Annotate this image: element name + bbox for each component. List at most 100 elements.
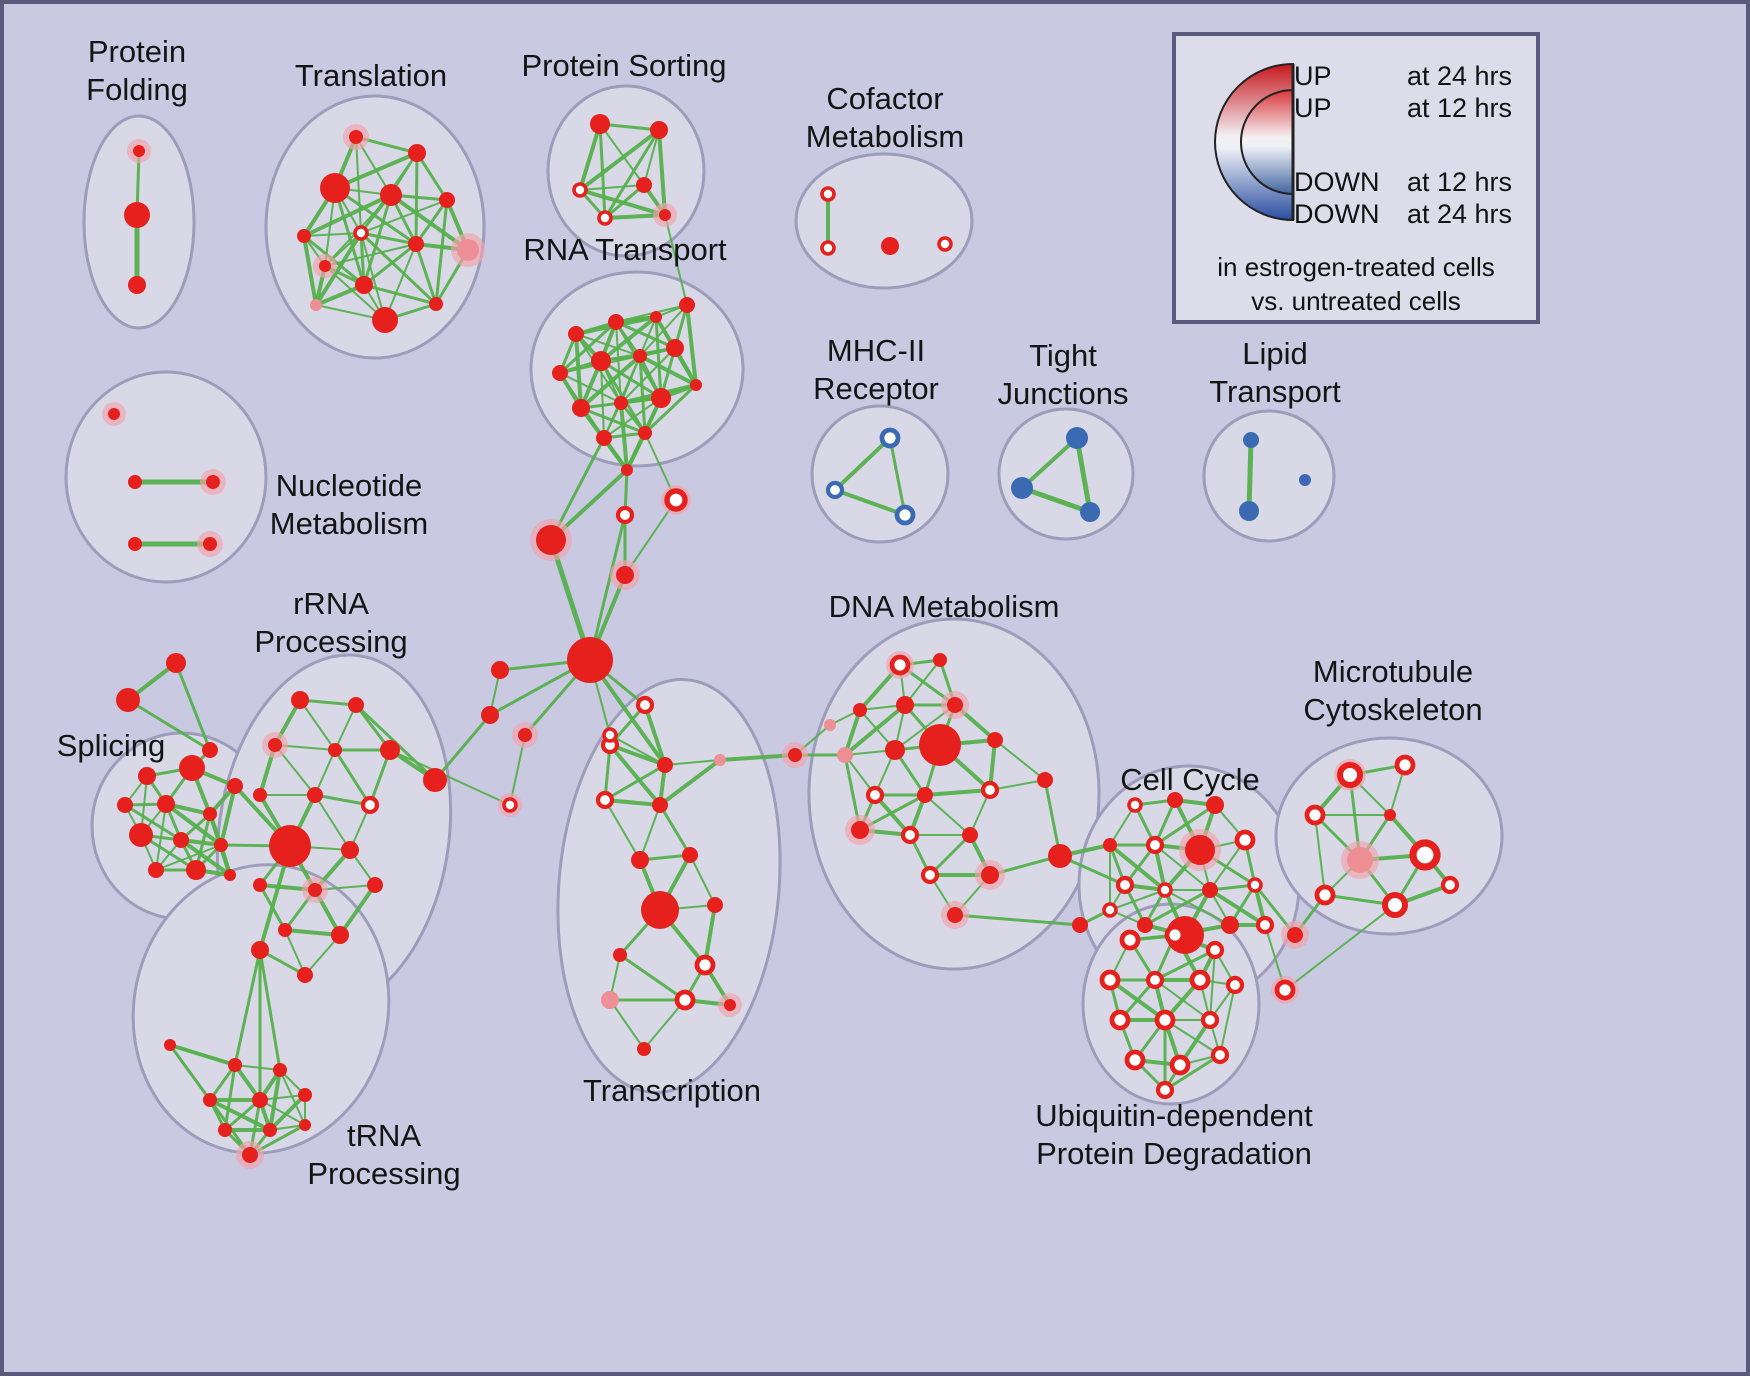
edge <box>924 794 971 836</box>
legend-dir-label: DOWN <box>1294 167 1380 197</box>
edge <box>1043 778 1062 858</box>
node <box>567 637 613 683</box>
node <box>879 427 901 449</box>
legend-dir-label: DOWN <box>1294 199 1380 229</box>
cluster-label-microtubule: Cytoskeleton <box>1303 692 1482 727</box>
node <box>224 869 236 881</box>
edge <box>603 128 661 220</box>
node <box>1304 804 1326 826</box>
node <box>1221 916 1239 934</box>
node <box>962 827 978 843</box>
edge <box>599 315 658 363</box>
legend-time-label: at 12 hrs <box>1406 93 1512 123</box>
edge <box>313 793 372 807</box>
edge <box>1074 435 1093 515</box>
node <box>631 851 649 869</box>
edge <box>334 704 357 751</box>
node <box>129 823 153 847</box>
cluster-ellipse-cofactor_metabolism <box>794 152 974 290</box>
edge <box>558 320 618 375</box>
edge <box>658 758 722 807</box>
node <box>206 475 220 489</box>
edge <box>384 243 417 321</box>
node <box>319 260 331 272</box>
node <box>591 351 611 371</box>
edge <box>126 698 212 752</box>
node <box>331 926 349 944</box>
node <box>124 202 150 228</box>
edge <box>578 122 602 192</box>
node <box>679 297 695 313</box>
node <box>597 210 613 226</box>
edge <box>599 123 645 186</box>
node <box>650 121 668 139</box>
node <box>203 537 217 551</box>
edge <box>314 794 351 851</box>
edge <box>414 198 449 246</box>
node <box>355 276 373 294</box>
edge <box>362 193 393 287</box>
node <box>298 1088 312 1102</box>
cluster-label-ubiquitin: Ubiquitin-dependent <box>1035 1098 1313 1133</box>
node <box>896 696 914 714</box>
node <box>157 795 175 813</box>
node <box>252 1092 268 1108</box>
node <box>228 1058 242 1072</box>
node <box>166 653 186 673</box>
edge <box>664 759 721 766</box>
cluster-label-rna_transport: RNA Transport <box>523 232 727 267</box>
node <box>408 144 426 162</box>
node <box>572 182 588 198</box>
node <box>502 797 518 813</box>
node <box>1102 902 1118 918</box>
node <box>360 795 380 815</box>
legend-time-label: at 12 hrs <box>1406 167 1512 197</box>
edge <box>989 779 1046 791</box>
node <box>1255 915 1275 935</box>
edge <box>574 332 583 410</box>
node <box>173 832 189 848</box>
node <box>307 787 323 803</box>
node <box>933 653 947 667</box>
node <box>299 1119 311 1131</box>
node <box>341 841 359 859</box>
node <box>920 865 940 885</box>
node <box>694 954 716 976</box>
cluster-label-mhc2_receptor: Receptor <box>813 371 939 406</box>
node <box>590 114 610 134</box>
legend-caption-line1: in estrogen-treated cells <box>1217 252 1495 282</box>
node <box>297 967 313 983</box>
node <box>885 740 905 760</box>
edge <box>283 928 342 937</box>
edge <box>843 703 907 757</box>
node <box>1127 797 1143 813</box>
node <box>824 719 836 731</box>
node <box>214 838 228 852</box>
cluster-label-microtubule: Microtubule <box>1313 654 1473 689</box>
node <box>596 430 612 446</box>
cluster-label-lipid_transport: Lipid <box>1242 336 1308 371</box>
cluster-label-protein_folding: Folding <box>86 72 188 107</box>
node <box>1109 1009 1131 1031</box>
node <box>1145 970 1165 990</box>
edge <box>578 128 661 192</box>
node <box>1206 796 1224 814</box>
edge <box>579 184 645 191</box>
edge <box>643 703 667 767</box>
node <box>788 748 802 762</box>
node <box>638 426 652 440</box>
cluster-ellipse-protein_sorting <box>546 84 706 258</box>
edge <box>618 953 687 1002</box>
edge <box>953 913 1082 927</box>
edge <box>268 1068 282 1132</box>
node <box>128 537 142 551</box>
edge <box>657 128 667 217</box>
node <box>1299 474 1311 486</box>
edge <box>1164 1019 1221 1056</box>
edge <box>624 499 677 576</box>
cluster-label-nucleotide_metabolism: Nucleotide <box>276 468 422 503</box>
edge <box>1209 949 1216 1021</box>
edge <box>609 734 666 766</box>
node <box>641 891 679 929</box>
node <box>820 186 836 202</box>
